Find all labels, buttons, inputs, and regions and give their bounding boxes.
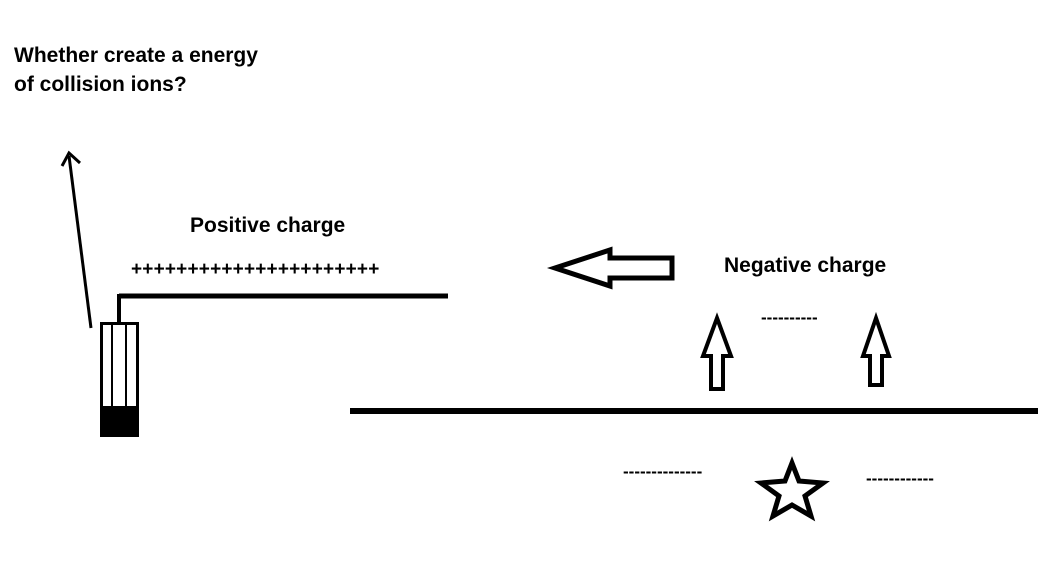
hollow-up-arrow-icon [700,312,734,391]
negative-charge-symbols-upper: ---------- [761,308,818,327]
positive-charge-symbols: ++++++++++++++++++++++ [131,259,380,280]
question-line-2: of collision ions? [14,73,187,96]
hollow-up-arrow-icon [860,311,892,387]
diagonal-arrow-icon [60,150,93,329]
star-icon [754,456,830,522]
hollow-left-arrow-icon [546,246,675,290]
positive-plate [117,293,448,325]
device-container [100,322,139,437]
negative-charge-symbols-lower-left: -------------- [623,462,703,481]
question-line-1: Whether create a energy [14,44,258,67]
positive-charge-label: Positive charge [190,214,346,237]
negative-charge-symbols-lower-right: ------------ [866,469,934,488]
negative-charge-label: Negative charge [724,254,887,277]
